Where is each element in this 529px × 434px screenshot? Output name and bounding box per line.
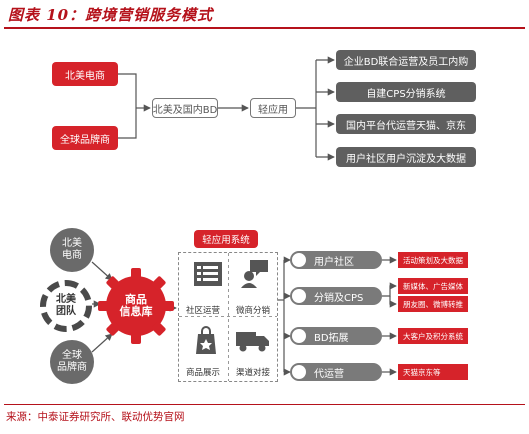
partner-na-ecommerce-circle: 北美 电商 xyxy=(50,228,94,272)
source-global-brands: 全球品牌商 xyxy=(52,126,118,150)
core-gear-icon xyxy=(98,268,174,344)
pill-dot-icon xyxy=(292,289,306,303)
source-na-ecommerce: 北美电商 xyxy=(52,62,118,86)
pill-dot-icon xyxy=(292,329,306,343)
shopping-bag-icon xyxy=(196,326,216,354)
cell-community-ops: 社区运营 xyxy=(185,306,220,316)
output-cps-system: 自建CPS分销系统 xyxy=(336,82,476,102)
channel-label: 分销及CPS xyxy=(314,292,364,304)
channel-label: BD拓展 xyxy=(314,332,349,344)
channel-agency-operation: 代运营 xyxy=(290,363,382,381)
cell-channel-docking: 渠道对接 xyxy=(235,368,270,378)
channel-bd-expansion: BD拓展 xyxy=(290,327,382,345)
channel-user-community: 用户社区 xyxy=(290,251,382,269)
list-icon xyxy=(194,262,222,286)
system-grid xyxy=(178,252,278,382)
partner-na-team-gear: 北美 团队 xyxy=(40,280,92,332)
tag-new-media: 新媒体、广告媒体 xyxy=(398,278,468,294)
pill-dot-icon xyxy=(292,365,306,379)
output-enterprise-bd: 企业BD联合运营及员工内购 xyxy=(336,50,476,70)
channel-label: 用户社区 xyxy=(314,256,354,268)
system-title-badge: 轻应用系统 xyxy=(194,230,258,248)
cell-product-display: 商品展示 xyxy=(185,368,220,378)
partner-global-brands-circle: 全球 品牌商 xyxy=(50,340,94,384)
source-note: 来源：中泰证券研究所、联动优势官网 xyxy=(6,411,185,423)
chat-person-icon xyxy=(241,260,268,288)
cell-wechat-distribution: 微商分销 xyxy=(235,306,270,316)
channel-distribution-cps: 分销及CPS xyxy=(290,287,382,305)
title-divider xyxy=(4,27,525,29)
truck-icon xyxy=(236,332,269,352)
output-user-community: 用户社区用户沉淀及大数据 xyxy=(336,147,476,167)
tag-activity-bigdata: 活动策划及大数据 xyxy=(398,252,468,268)
hub-bd: 北美及国内BD xyxy=(152,98,218,118)
core-info-library: 商品 信息库 xyxy=(119,293,153,318)
tag-key-accounts: 大客户及积分系统 xyxy=(398,328,468,344)
pill-dot-icon xyxy=(292,253,306,267)
footer-divider xyxy=(4,404,525,405)
channel-label: 代运营 xyxy=(314,368,344,380)
figure-title: 图表 10：跨境营销服务模式 xyxy=(8,6,214,24)
output-platform-operation: 国内平台代运营天猫、京东 xyxy=(336,114,476,134)
tag-moments-weibo: 朋友圈、微博转推 xyxy=(398,296,468,312)
light-app-box: 轻应用 xyxy=(250,98,296,118)
tag-tmall-jd: 天猫京东等 xyxy=(398,364,468,380)
